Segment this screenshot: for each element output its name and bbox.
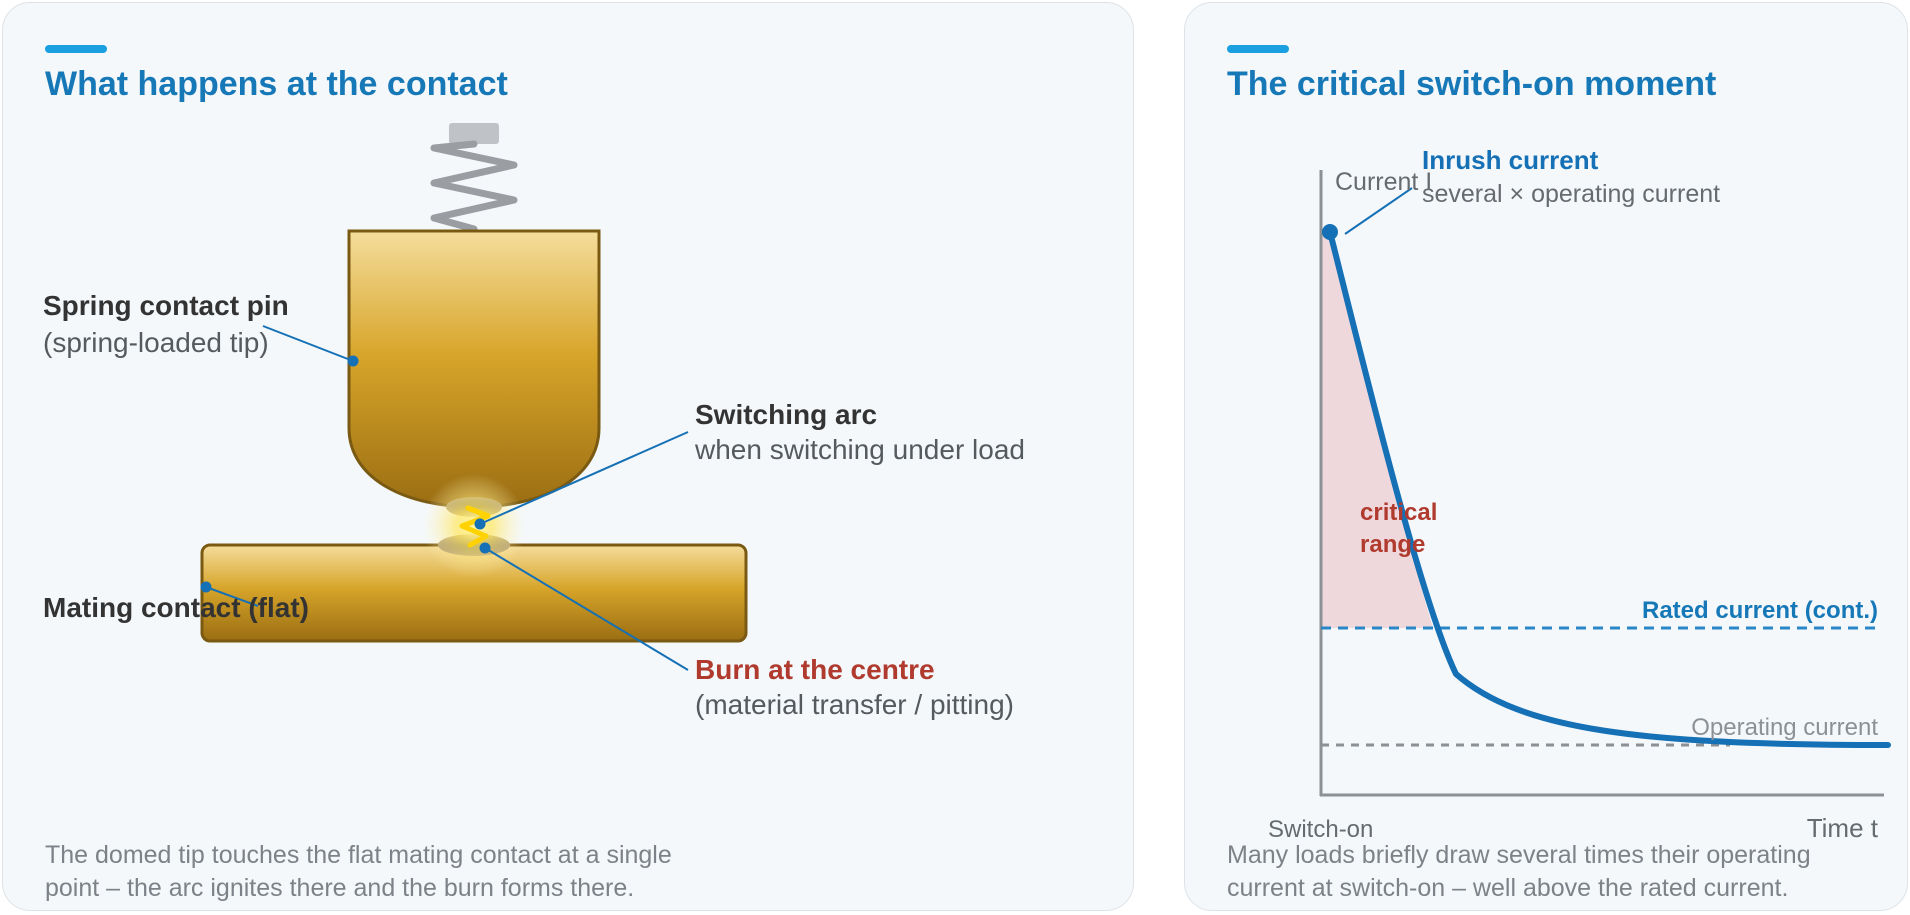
inrush-label-title: Inrush current: [1422, 145, 1599, 175]
spring-contact-pin: [347, 229, 601, 509]
panel-title: What happens at the contact: [45, 65, 508, 103]
panel-title: The critical switch-on moment: [1227, 65, 1717, 103]
critical-label-line-2: range: [1360, 531, 1425, 558]
caption-line-2: current at switch-on – well above the ra…: [1227, 874, 1789, 902]
arc-leader-line: [479, 431, 689, 525]
critical-label-line-1: critical: [1360, 499, 1437, 526]
y-axis-label: Current I: [1335, 168, 1432, 196]
x-origin-label: Switch-on: [1268, 816, 1373, 843]
mating-label-title: Mating contact (flat): [43, 592, 309, 623]
operating-current-label: Operating current: [1691, 714, 1878, 741]
pin-leader-line: [262, 325, 354, 362]
inrush-peak-dot: [1322, 224, 1338, 240]
burn-label-sub: (material transfer / pitting): [695, 689, 1014, 720]
inrush-curve: [1327, 229, 1891, 748]
pin-leader-dot: [347, 355, 359, 367]
pin-label-title: Spring contact pin: [43, 290, 289, 321]
caption-line-1: Many loads briefly draw several times th…: [1227, 841, 1811, 869]
caption-line-1: The domed tip touches the flat mating co…: [45, 841, 672, 869]
burn-label-title: Burn at the centre: [695, 654, 935, 685]
panel-caption: Many loads briefly draw several times th…: [1227, 839, 1811, 905]
mating-leader-line: [205, 586, 259, 607]
caption-line-2: point – the arc ignites there and the bu…: [45, 874, 635, 902]
title-accent-bar: [45, 45, 107, 53]
arc-leader-dot: [474, 518, 486, 530]
arc-label-sub: when switching under load: [694, 434, 1025, 465]
contact-panel: What happens at the contact The domed ti…: [2, 2, 1134, 911]
burn-leader-line: [484, 547, 689, 671]
inrush-panel: The critical switch-on moment Many loads…: [1184, 2, 1908, 911]
x-axis-label: Time t: [1807, 813, 1879, 843]
spring-icon: [430, 123, 518, 233]
arc-label-title: Switching arc: [695, 399, 877, 430]
inrush-leader-line: [1344, 187, 1413, 235]
arc-spark-icon: [422, 474, 526, 578]
mating-leader-dot: [200, 581, 212, 593]
title-accent-bar: [1227, 45, 1289, 53]
rated-current-label: Rated current (cont.): [1642, 597, 1878, 624]
inrush-label-sub: several × operating current: [1422, 180, 1720, 208]
pin-label-sub: (spring-loaded tip): [43, 327, 269, 358]
panel-caption: The domed tip touches the flat mating co…: [45, 839, 672, 905]
burn-leader-dot: [479, 542, 491, 554]
